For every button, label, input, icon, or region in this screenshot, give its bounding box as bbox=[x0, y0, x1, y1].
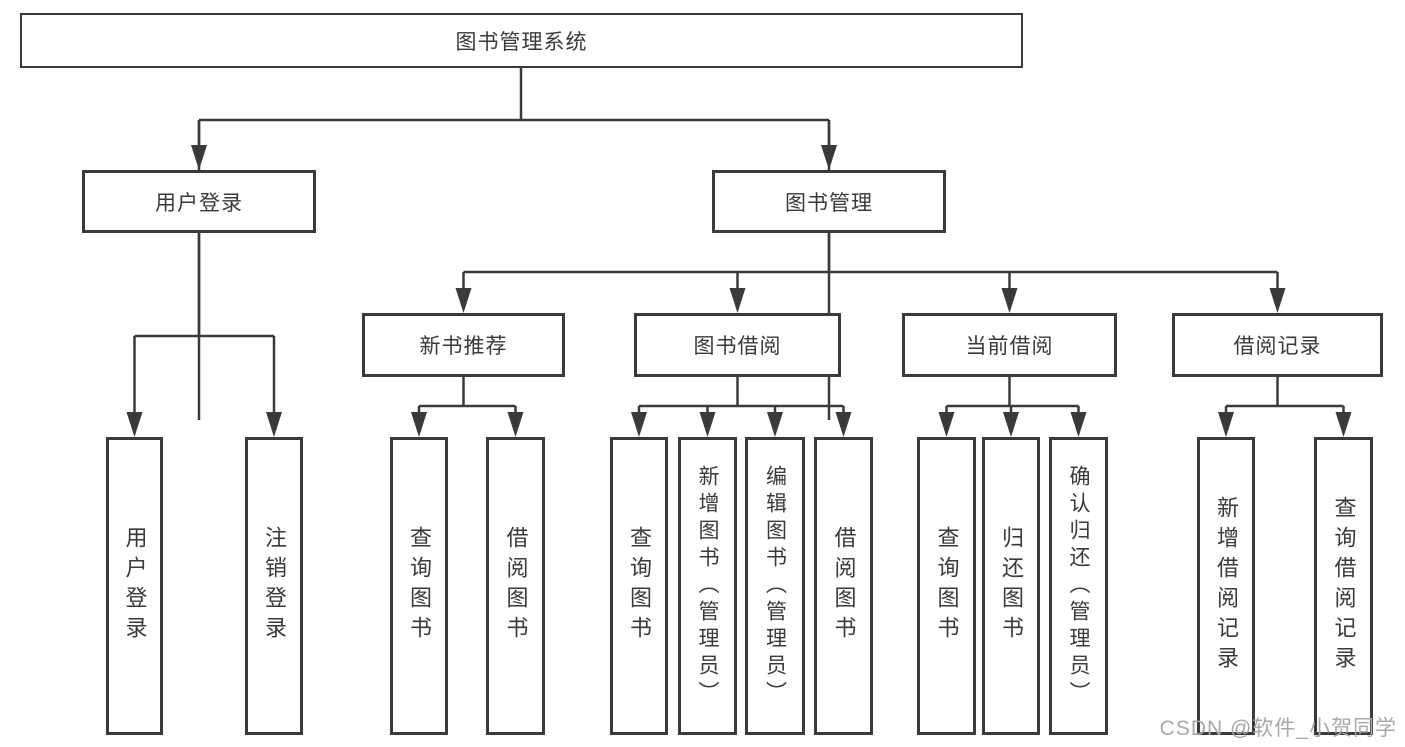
node-label: 新书推荐 bbox=[419, 335, 508, 358]
connector-user-login-leaves bbox=[133, 233, 276, 420]
arrow-down-icon bbox=[631, 412, 647, 437]
leaf-borrow-books-recommend: 借阅图书 bbox=[486, 437, 545, 735]
arrow-down-icon bbox=[266, 412, 282, 437]
connector-book-borrowing-leaves bbox=[637, 377, 845, 420]
leaf-logout: 注销登录 bbox=[245, 437, 303, 735]
node-user-login: 用户登录 bbox=[82, 170, 316, 233]
connector-borrowing-records-leaves bbox=[1224, 377, 1345, 420]
node-label: 查询借阅记录 bbox=[1331, 496, 1357, 676]
node-borrowing-records: 借阅记录 bbox=[1172, 313, 1383, 377]
connector-new-book-leaves bbox=[417, 377, 517, 420]
arrow-down-icon bbox=[126, 412, 143, 437]
node-label: 用户登录 bbox=[155, 191, 243, 215]
node-label: 新增借阅记录 bbox=[1214, 496, 1239, 676]
node-label: 查询图书 bbox=[407, 526, 432, 646]
leaf-borrow-books: 借阅图书 bbox=[814, 437, 873, 735]
arrow-down-icon bbox=[455, 288, 472, 313]
leaf-query-borrowing-record: 查询借阅记录 bbox=[1314, 437, 1373, 735]
node-label: 用户登录 bbox=[122, 526, 148, 646]
node-label: 注销登录 bbox=[262, 526, 287, 646]
connector-level2-drops bbox=[197, 120, 831, 152]
node-label: 图书借阅 bbox=[693, 335, 782, 358]
arrow-down-icon bbox=[729, 288, 746, 313]
node-new-book-recommendation: 新书推荐 bbox=[362, 313, 565, 377]
leaf-query-books-recommend: 查询图书 bbox=[390, 437, 448, 735]
node-label: 当前借阅 bbox=[965, 335, 1054, 358]
node-book-management: 图书管理 bbox=[712, 170, 946, 233]
arrow-down-icon bbox=[835, 412, 852, 437]
node-current-borrowing: 当前借阅 bbox=[902, 313, 1117, 377]
arrow-down-icon bbox=[699, 412, 716, 437]
node-label: 编辑图书（管理员） bbox=[763, 464, 787, 708]
arrow-down-icon bbox=[1269, 288, 1286, 313]
node-label: 确认归还（管理员） bbox=[1067, 464, 1090, 708]
node-book-borrowing: 图书借阅 bbox=[634, 313, 841, 377]
leaf-add-borrowing-record: 新增借阅记录 bbox=[1197, 437, 1255, 735]
node-label: 借阅记录 bbox=[1233, 335, 1322, 358]
node-label: 新增图书（管理员） bbox=[696, 464, 719, 708]
leaf-query-books-current: 查询图书 bbox=[917, 437, 976, 735]
node-label: 借阅图书 bbox=[831, 526, 857, 646]
leaf-return-books: 归还图书 bbox=[982, 437, 1040, 735]
arrow-down-icon bbox=[1003, 412, 1019, 437]
leaf-user-login: 用户登录 bbox=[106, 437, 163, 735]
node-label: 图书管理系统 bbox=[455, 30, 588, 54]
watermark: CSDN @软件_小贺同学 bbox=[1159, 717, 1397, 740]
node-label: 查询图书 bbox=[627, 526, 652, 646]
arrow-down-icon bbox=[938, 412, 955, 437]
leaf-add-books-admin: 新增图书（管理员） bbox=[678, 437, 737, 735]
leaf-edit-books-admin: 编辑图书（管理员） bbox=[745, 437, 805, 735]
connector-root-level2 bbox=[197, 68, 831, 420]
node-library-management-system: 图书管理系统 bbox=[20, 13, 1023, 68]
arrow-down-icon bbox=[1218, 412, 1234, 437]
leaf-query-books-borrowing: 查询图书 bbox=[610, 437, 668, 735]
arrow-down-icon bbox=[821, 145, 837, 170]
arrow-down-icon bbox=[507, 412, 524, 437]
arrow-down-icon bbox=[191, 145, 207, 170]
arrow-down-icon bbox=[1335, 412, 1352, 437]
arrow-down-icon bbox=[1070, 412, 1087, 437]
node-label: 借阅图书 bbox=[503, 526, 529, 646]
node-label: 查询图书 bbox=[934, 526, 960, 646]
node-label: 归还图书 bbox=[999, 526, 1024, 646]
arrow-down-icon bbox=[767, 412, 783, 437]
arrow-down-icon bbox=[1001, 288, 1018, 313]
arrow-down-icon bbox=[411, 412, 427, 437]
node-label: 图书管理 bbox=[785, 191, 873, 215]
leaf-confirm-return-admin: 确认归还（管理员） bbox=[1049, 437, 1108, 735]
connector-book-management-level3 bbox=[462, 233, 1279, 296]
